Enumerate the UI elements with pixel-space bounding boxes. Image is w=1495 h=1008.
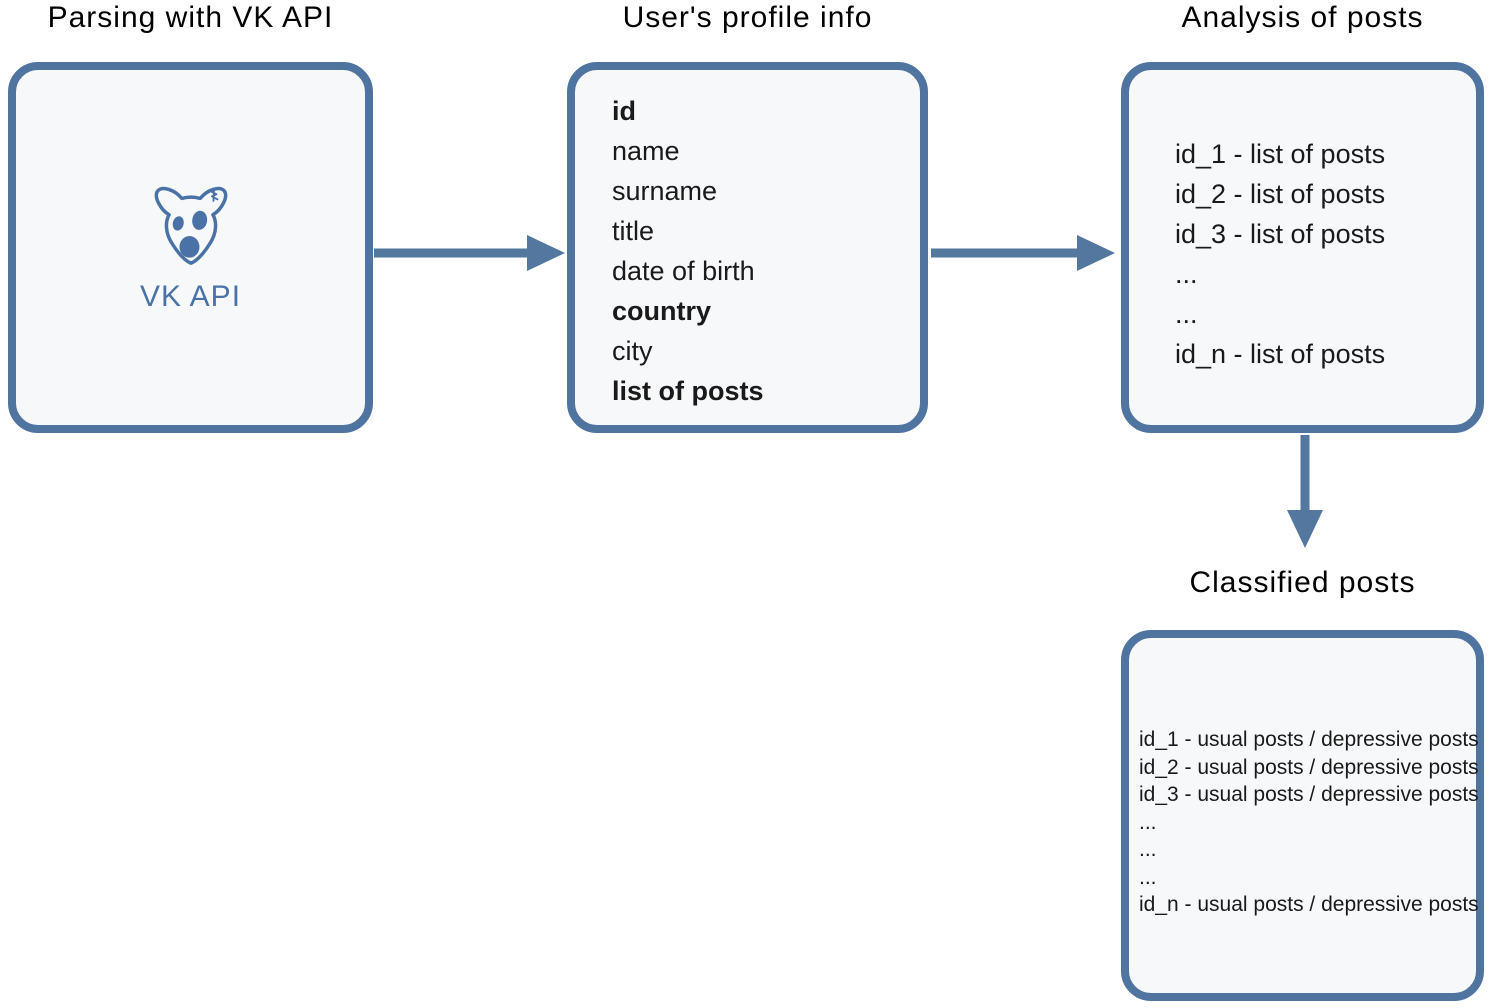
analysis-line: id_2 - list of posts (1175, 179, 1386, 209)
dog-ear-scar (209, 188, 218, 202)
analysis-line-list: id_1 - list of posts id_2 - list of post… (1129, 70, 1476, 374)
dog-left-eye (172, 216, 184, 231)
step-title-analysis: Analysis of posts (1181, 1, 1424, 34)
step-title-parsing: Parsing with VK API (47, 1, 334, 34)
analysis-line: ... (1175, 299, 1198, 329)
classified-box: id_1 - usual posts / depressive posts id… (1121, 630, 1484, 1001)
arrow-profile-to-analysis-icon (931, 235, 1115, 271)
dog-right-eye (191, 210, 207, 230)
dog-nose (178, 236, 199, 258)
profile-field: date of birth (612, 256, 755, 286)
classified-line: id_3 - usual posts / depressive posts (1139, 783, 1479, 806)
analysis-line: id_1 - list of posts (1175, 139, 1386, 169)
analysis-line: ... (1175, 259, 1198, 289)
profile-box: id name surname title date of birth coun… (567, 62, 928, 433)
classified-line: ... (1139, 810, 1157, 834)
classified-line: id_2 - usual posts / depressive posts (1139, 755, 1479, 779)
profile-field: city (612, 336, 653, 366)
profile-field: name (612, 136, 680, 166)
profile-field: id (612, 96, 636, 126)
vk-api-label: VK API (139, 280, 242, 313)
analysis-box: id_1 - list of posts id_2 - list of post… (1121, 62, 1484, 433)
classified-line: ... (1139, 865, 1157, 889)
profile-field: country (612, 296, 712, 326)
analysis-line: id_n - list of posts (1175, 339, 1386, 369)
step-title-classified: Classified posts (1189, 566, 1416, 599)
profile-field-list: id name surname title date of birth coun… (575, 70, 920, 411)
profile-field: list of posts (612, 376, 764, 406)
vk-dog-icon (154, 186, 227, 265)
arrow-parsing-to-profile-icon (374, 235, 565, 271)
classified-line: id_1 - usual posts / depressive posts (1139, 728, 1479, 751)
parsing-box: VK API (8, 62, 373, 433)
classified-line-list: id_1 - usual posts / depressive posts id… (1129, 638, 1479, 919)
classified-line: id_n - usual posts / depressive posts (1139, 893, 1479, 916)
classified-line: ... (1139, 838, 1157, 861)
arrow-analysis-to-classified-icon (1287, 435, 1323, 548)
analysis-line: id_3 - list of posts (1175, 219, 1386, 249)
step-title-profile: User's profile info (622, 1, 873, 34)
profile-field: title (612, 216, 655, 246)
profile-field: surname (612, 176, 718, 206)
